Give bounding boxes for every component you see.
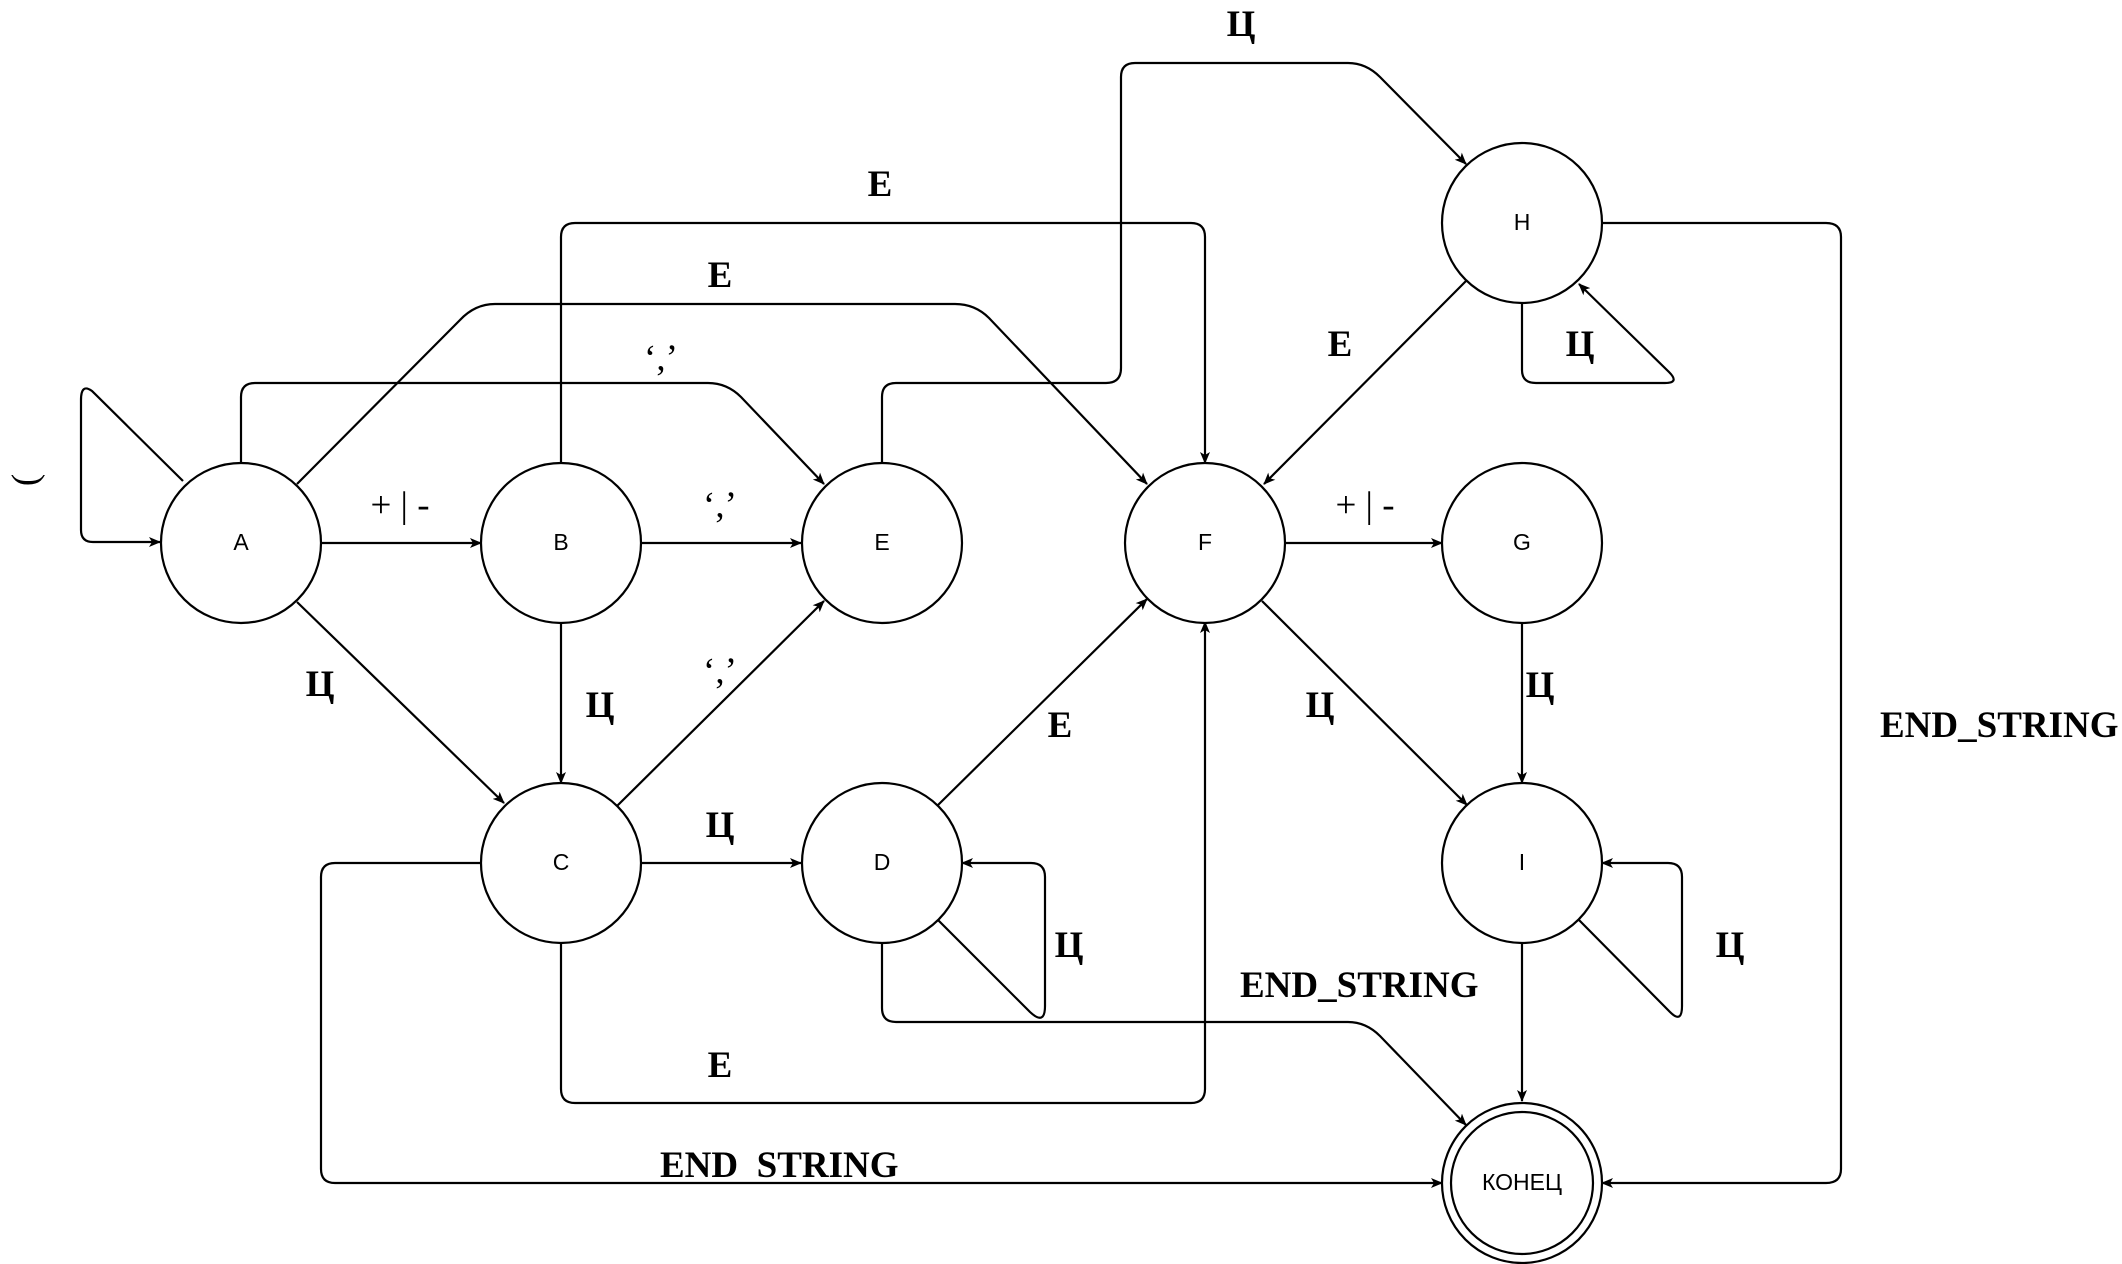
label-a-b: + | - [370,485,429,526]
label-comma-a-e: ‘,’ [644,338,678,379]
node-g-label: G [1513,529,1531,555]
label-i-self: Ц [1716,925,1745,966]
label-e-b-f: E [868,164,893,205]
node-end[interactable]: КОНЕЦ [1440,1101,1604,1264]
label-d-self: Ц [1055,925,1084,966]
node-c[interactable]: C [479,781,643,945]
node-e-label: E [874,529,889,555]
label-b-c: Ц [586,685,615,726]
edge-c-end-bottom [319,861,1443,1188]
node-b-label: B [553,529,568,555]
edge-a-self [79,387,184,547]
label-start-self: ( [5,474,46,486]
edge-f-i [1261,600,1468,806]
edge-a-f-top [296,302,1148,485]
label-e-h-f: E [1328,324,1353,365]
label-e-a-f: E [708,255,733,296]
node-d-label: D [874,849,891,875]
node-f[interactable]: F [1123,461,1287,625]
edge-d-f [936,598,1148,807]
node-e[interactable]: E [800,461,964,625]
label-c-d: Ц [706,805,735,846]
node-d[interactable]: D [800,781,964,945]
edges [79,61,1843,1188]
edge-a-c [296,601,505,804]
label-top-ts: Ц [1227,4,1256,45]
label-g-i: Ц [1526,665,1555,706]
label-f-g: + | - [1335,485,1394,526]
edge-c-f-bottom [559,621,1210,1105]
label-end-string-right: END_STRING [1880,705,2119,746]
nodes: A B E F G H C D [159,141,1604,1264]
label-f-i: Ц [1306,685,1335,726]
label-end-string-bottom: END STRING [660,1145,899,1186]
node-a-label: A [233,529,249,555]
node-b[interactable]: B [479,461,643,625]
edge-d-self [936,858,1047,1019]
edge-c-e [616,600,825,807]
node-a[interactable]: A [159,461,323,625]
edge-h-f [1263,280,1467,485]
edge-b-f-top [559,221,1210,464]
label-c-f: E [708,1045,733,1086]
edge-h-end [1601,221,1843,1188]
edge-h-self [1520,283,1675,385]
label-a-c: Ц [306,664,335,705]
label-end-string-mid: END_STRING [1240,965,1479,1006]
node-c-label: C [553,849,570,875]
label-h-self: Ц [1566,324,1595,365]
node-h-label: H [1514,209,1531,235]
edge-labels: Ц E E ‘,’ Ц E ( + | - ‘,’ + | - Ц Ц ‘,’ … [5,4,2119,1186]
label-d-f: E [1048,705,1073,746]
label-c-e: ‘,’ [703,651,737,692]
node-g[interactable]: G [1440,461,1604,625]
edge-a-e-top [239,381,825,485]
node-f-label: F [1198,529,1212,555]
node-i-label: I [1519,849,1525,875]
node-end-label: КОНЕЦ [1482,1169,1562,1195]
node-h[interactable]: H [1440,141,1604,305]
edge-e-h-top [880,61,1467,463]
label-b-e: ‘,’ [703,485,737,526]
node-i[interactable]: I [1440,781,1604,945]
edge-i-self [1577,858,1684,1018]
edge-d-end [880,942,1467,1126]
